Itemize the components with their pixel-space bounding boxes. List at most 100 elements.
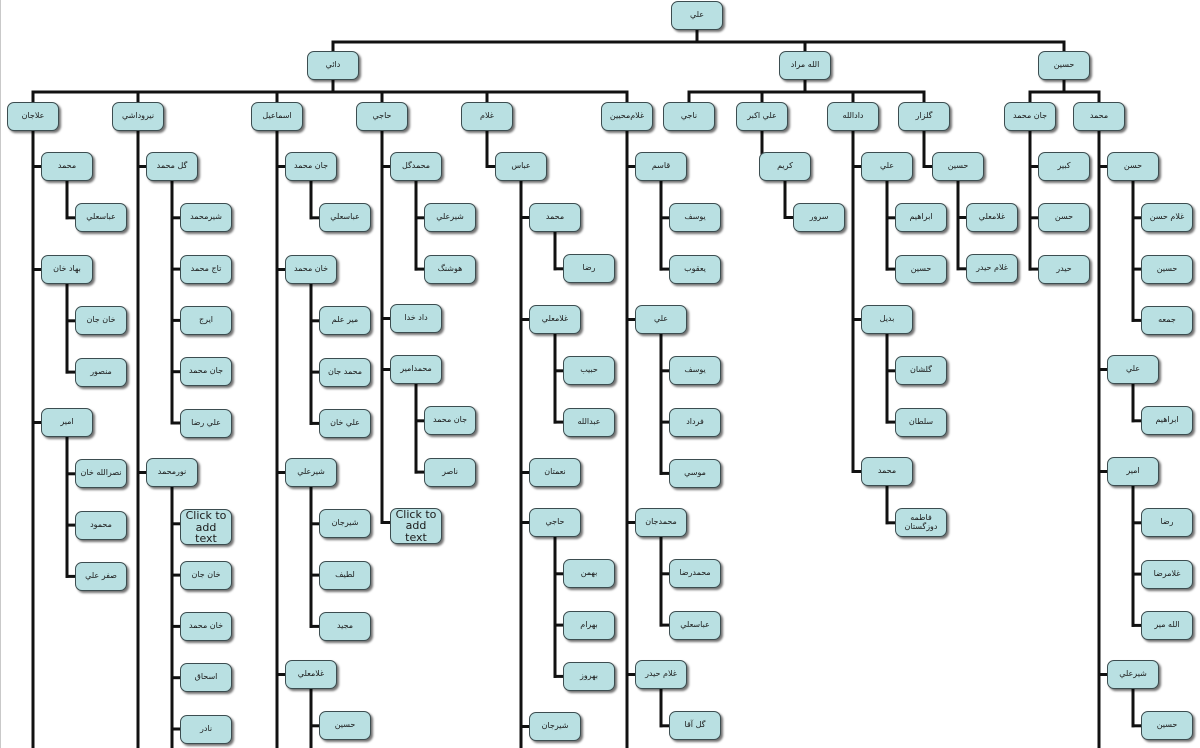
tree-node[interactable]: خان محمد (285, 255, 337, 284)
tree-node[interactable]: نورمحمد (146, 458, 198, 487)
tree-node[interactable]: غلام‌محيين (601, 102, 653, 131)
tree-node[interactable]: گل آقا (669, 711, 721, 741)
tree-node[interactable]: عباسعلي (669, 610, 721, 640)
tree-node[interactable]: غلامعلي (529, 305, 581, 334)
tree-node[interactable]: نصرالله خان (75, 459, 127, 489)
tree-node[interactable]: ايرج (180, 305, 232, 335)
tree-node[interactable]: شيرجان (319, 509, 371, 539)
tree-node[interactable]: غلام (461, 102, 513, 131)
tree-node[interactable]: تاج محمد (180, 254, 232, 284)
tree-node[interactable]: غلام حيدر (635, 660, 687, 689)
tree-node[interactable]: محمد (41, 152, 93, 181)
tree-node[interactable]: جان محمد (285, 152, 337, 181)
tree-node[interactable]: ناجي (663, 102, 715, 131)
tree-node[interactable]: اسماعيل (251, 102, 303, 131)
tree-node[interactable]: جمعه (1141, 305, 1193, 335)
tree-node[interactable]: نعمتان (529, 458, 581, 487)
tree-node[interactable]: غلامرضا (1141, 559, 1193, 589)
tree-node[interactable]: شيرعلي (285, 458, 337, 487)
tree-node[interactable]: حسين (1141, 711, 1193, 741)
tree-node[interactable]: يوسف (669, 356, 721, 386)
tree-node[interactable]: ابراهيم (895, 203, 947, 233)
tree-node[interactable]: ناصر (424, 457, 476, 487)
tree-node[interactable]: يعقوب (669, 254, 721, 284)
tree-node[interactable]: محمد (529, 203, 581, 232)
tree-node[interactable]: غلامعلي (966, 203, 1018, 232)
tree-node[interactable]: ابراهيم (1141, 406, 1193, 436)
tree-node[interactable]: علي (671, 1, 723, 30)
tree-node[interactable]: منصور (75, 357, 127, 387)
tree-node[interactable]: هوشنگ (424, 254, 476, 284)
tree-node[interactable]: جان محمد (180, 357, 232, 387)
tree-node[interactable]: غلام حسن (1141, 203, 1193, 233)
tree-node[interactable]: حسين (319, 711, 371, 741)
tree-node[interactable]: گلشان (895, 356, 947, 386)
tree-node[interactable]: حسين (932, 152, 984, 181)
tree-node[interactable]: مجيد (319, 611, 371, 641)
tree-node[interactable]: علي خان (319, 408, 371, 438)
tree-node[interactable]: محمد (861, 457, 913, 486)
tree-node[interactable]: غلام حيدر (966, 254, 1018, 284)
tree-node[interactable]: محمدرضا (669, 559, 721, 589)
placeholder-node[interactable]: Click to add text (390, 508, 442, 544)
tree-node[interactable]: عباس (495, 152, 547, 181)
tree-node[interactable]: حاجي (529, 508, 581, 537)
tree-node[interactable]: محمدجان (635, 508, 687, 537)
tree-node[interactable]: رضا (563, 254, 615, 284)
tree-node[interactable]: علي اكبر (736, 102, 788, 131)
tree-node[interactable]: عباسعلي (319, 203, 371, 233)
tree-node[interactable]: جان محمد (1004, 102, 1056, 131)
tree-node[interactable]: شيرعلي (1107, 660, 1159, 689)
tree-node[interactable]: فرداد (669, 407, 721, 437)
tree-node[interactable]: علي رضا (180, 408, 232, 438)
tree-node[interactable]: گلزار (898, 102, 950, 131)
tree-node[interactable]: حاجي (356, 102, 408, 131)
tree-node[interactable]: فاطمه دوزگستان (895, 508, 947, 538)
tree-node[interactable]: سلطان (895, 407, 947, 437)
tree-node[interactable]: عباسعلي (75, 203, 127, 233)
tree-node[interactable]: گل محمد (146, 152, 198, 181)
tree-node[interactable]: جان محمد (424, 406, 476, 436)
tree-node[interactable]: امير (41, 408, 93, 437)
tree-node[interactable]: موسي (669, 458, 721, 488)
tree-node[interactable]: داد خدا (390, 304, 442, 333)
tree-node[interactable]: حيدر (1038, 254, 1090, 284)
tree-node[interactable]: دائي (307, 51, 359, 80)
tree-node[interactable]: امير (1107, 457, 1159, 486)
tree-node[interactable]: خان جان (180, 560, 232, 590)
tree-node[interactable]: مير علم (319, 306, 371, 336)
tree-node[interactable]: شيرمحمد (180, 203, 232, 233)
placeholder-node[interactable]: Click to add text (180, 509, 232, 546)
tree-node[interactable]: شيرجان (529, 712, 581, 741)
tree-node[interactable]: كريم (759, 152, 811, 181)
tree-node[interactable]: علي (635, 305, 687, 334)
tree-node[interactable]: حسين (1141, 254, 1193, 284)
tree-node[interactable]: حسين (895, 254, 947, 284)
tree-node[interactable]: محمود (75, 510, 127, 540)
tree-node[interactable]: بهمن (563, 559, 615, 589)
tree-node[interactable]: محمدامير (390, 355, 442, 384)
tree-node[interactable]: محمدگل (390, 152, 442, 181)
tree-node[interactable]: شيرعلي (424, 203, 476, 233)
tree-node[interactable]: حسين (1038, 51, 1090, 80)
tree-node[interactable]: الله مراد (779, 51, 831, 80)
tree-node[interactable]: بهروز (563, 661, 615, 691)
tree-node[interactable]: صفر علي (75, 561, 127, 591)
tree-node[interactable]: دادالله (827, 102, 879, 131)
tree-node[interactable]: علاجان (7, 102, 59, 131)
tree-node[interactable]: حسن (1038, 203, 1090, 233)
tree-node[interactable]: كبير (1038, 152, 1090, 181)
tree-node[interactable]: بهاد خان (41, 255, 93, 284)
tree-node[interactable]: محمد جان (319, 357, 371, 387)
tree-node[interactable]: بديل (861, 305, 913, 334)
tree-node[interactable]: خان محمد (180, 611, 232, 641)
tree-node[interactable]: علي (1107, 355, 1159, 384)
tree-node[interactable]: محمد (1073, 102, 1125, 131)
tree-node[interactable]: رضا (1141, 508, 1193, 538)
tree-node[interactable]: بهرام (563, 610, 615, 640)
tree-node[interactable]: علي (861, 152, 913, 181)
tree-node[interactable]: نيروداشي (112, 102, 164, 131)
tree-node[interactable]: لطيف (319, 560, 371, 590)
tree-node[interactable]: الله مير (1141, 610, 1193, 640)
tree-node[interactable]: يوسف (669, 203, 721, 233)
